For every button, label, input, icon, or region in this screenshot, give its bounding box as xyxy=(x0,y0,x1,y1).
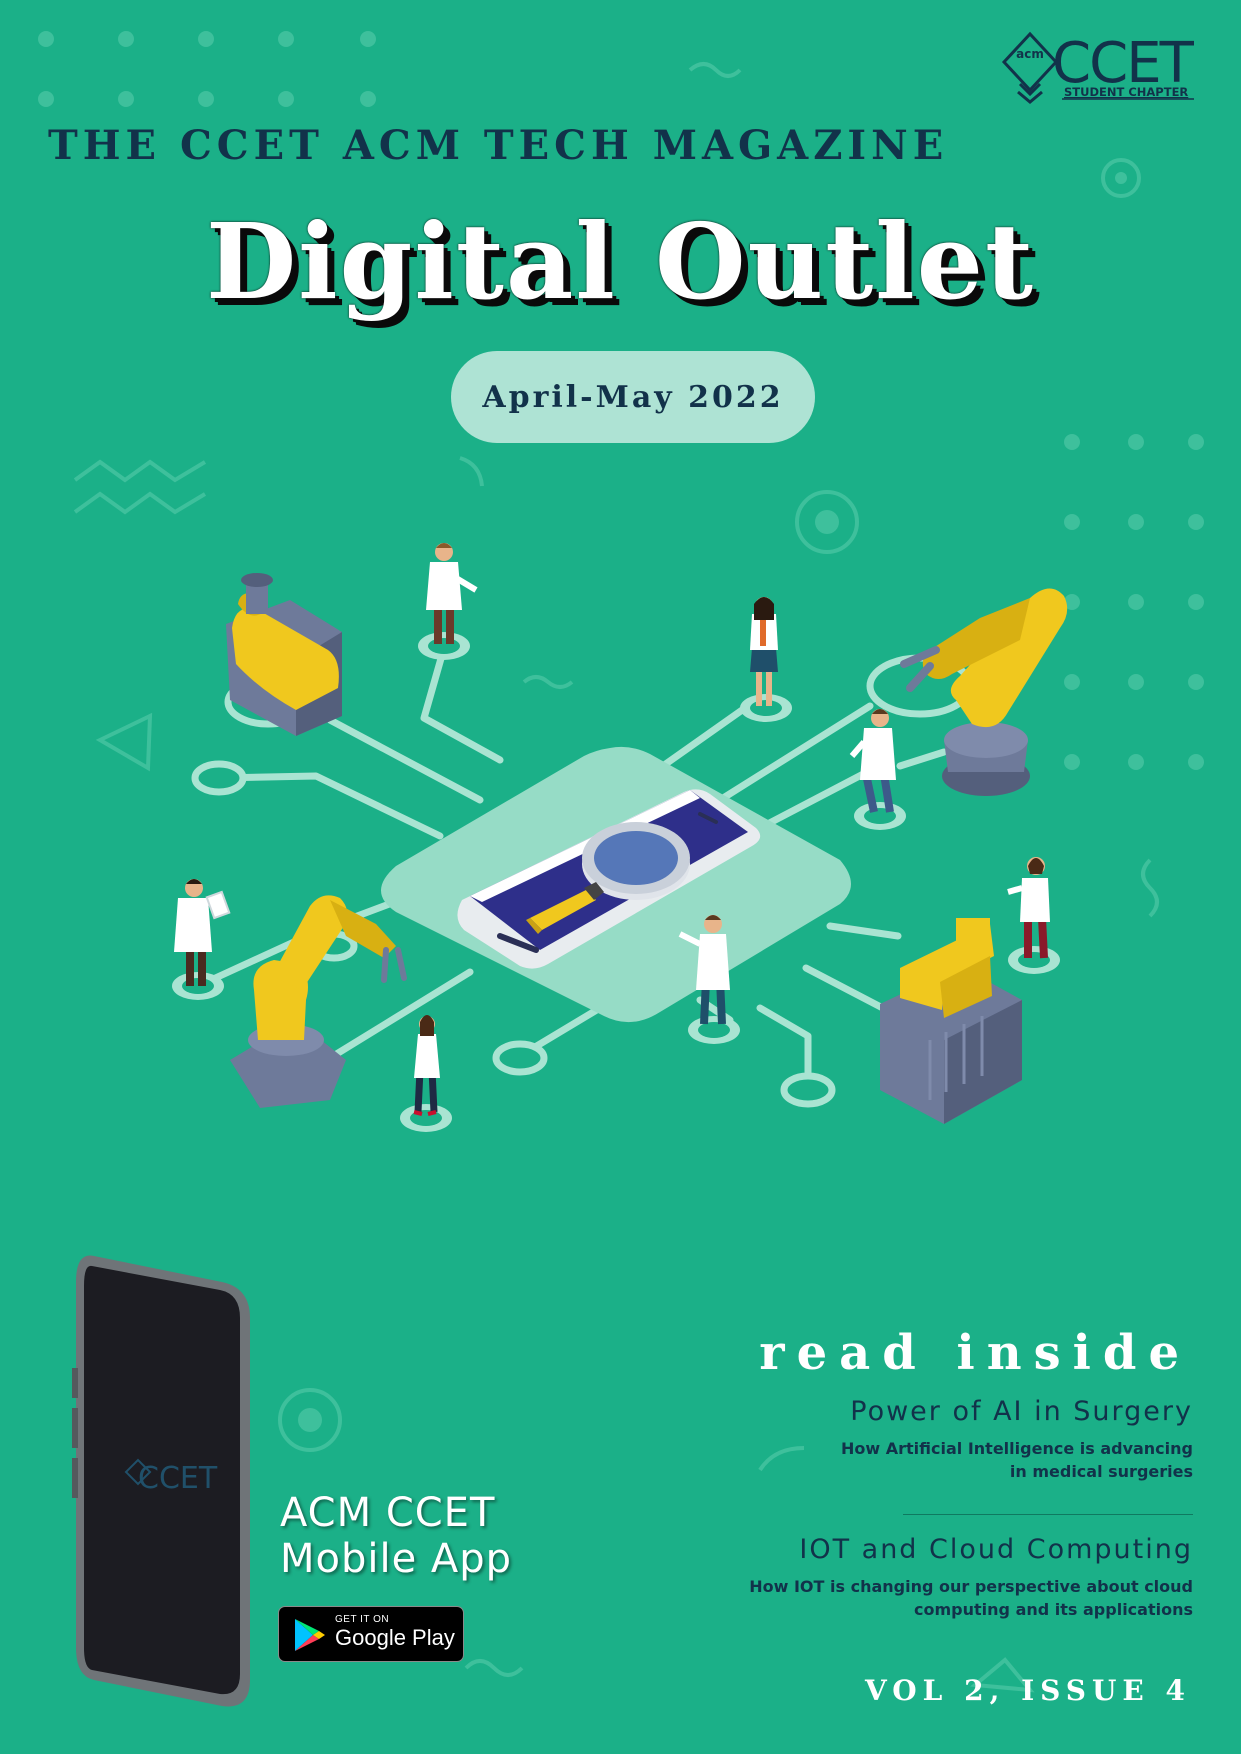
article-divider xyxy=(903,1514,1193,1515)
read-inside-heading: read inside xyxy=(759,1325,1191,1381)
article-title: IOT and Cloud Computing xyxy=(799,1534,1193,1565)
article-description-line: computing and its applications xyxy=(914,1600,1193,1619)
magazine-title: Digital Outlet xyxy=(205,200,1036,323)
article-description-line: How Artificial Intelligence is advancing xyxy=(841,1439,1193,1458)
robot-arm-left-illustration xyxy=(230,895,407,1108)
issue-date: April-May 2022 xyxy=(482,379,784,415)
logo-badge-text: acm xyxy=(1016,47,1044,61)
people-illustration xyxy=(174,543,1050,1116)
volume-issue: VOL 2, ISSUE 4 xyxy=(865,1674,1191,1707)
logo-subtitle: STUDENT CHAPTER xyxy=(1064,85,1188,99)
article-title: Power of AI in Surgery xyxy=(850,1396,1193,1427)
magazine-kicker: THE CCET ACM TECH MAGAZINE xyxy=(48,122,949,169)
industrial-machine-illustration xyxy=(880,918,1022,1124)
mobile-app-title-line2: Mobile App xyxy=(280,1536,513,1582)
acm-ccet-logo: acm CCET STUDENT CHAPTER xyxy=(1001,31,1197,104)
mobile-app-title-line1: ACM CCET xyxy=(280,1490,496,1536)
issue-date-pill: April-May 2022 xyxy=(451,351,815,443)
google-play-small-label: GET IT ON xyxy=(335,1614,390,1625)
smartphone-illustration xyxy=(457,789,761,969)
phone-mockup: CCET xyxy=(72,1255,250,1707)
google-play-label: Google Play xyxy=(335,1625,455,1650)
mobile-app-title: ACM CCET Mobile App xyxy=(280,1490,512,1582)
article-description-line: How IOT is changing our perspective abou… xyxy=(749,1577,1193,1596)
article-description: How IOT is changing our perspective abou… xyxy=(673,1575,1193,1621)
logo-wordmark: CCET xyxy=(1052,31,1195,96)
engine-machine-illustration xyxy=(226,573,342,736)
google-play-icon xyxy=(295,1619,325,1651)
phone-logo-text: CCET xyxy=(138,1461,218,1496)
google-play-badge[interactable]: GET IT ON Google Play xyxy=(278,1606,464,1662)
article-description-line: in medical surgeries xyxy=(1009,1462,1193,1481)
article-description: How Artificial Intelligence is advancing… xyxy=(673,1437,1193,1483)
robot-arm-right-illustration xyxy=(900,588,1068,796)
